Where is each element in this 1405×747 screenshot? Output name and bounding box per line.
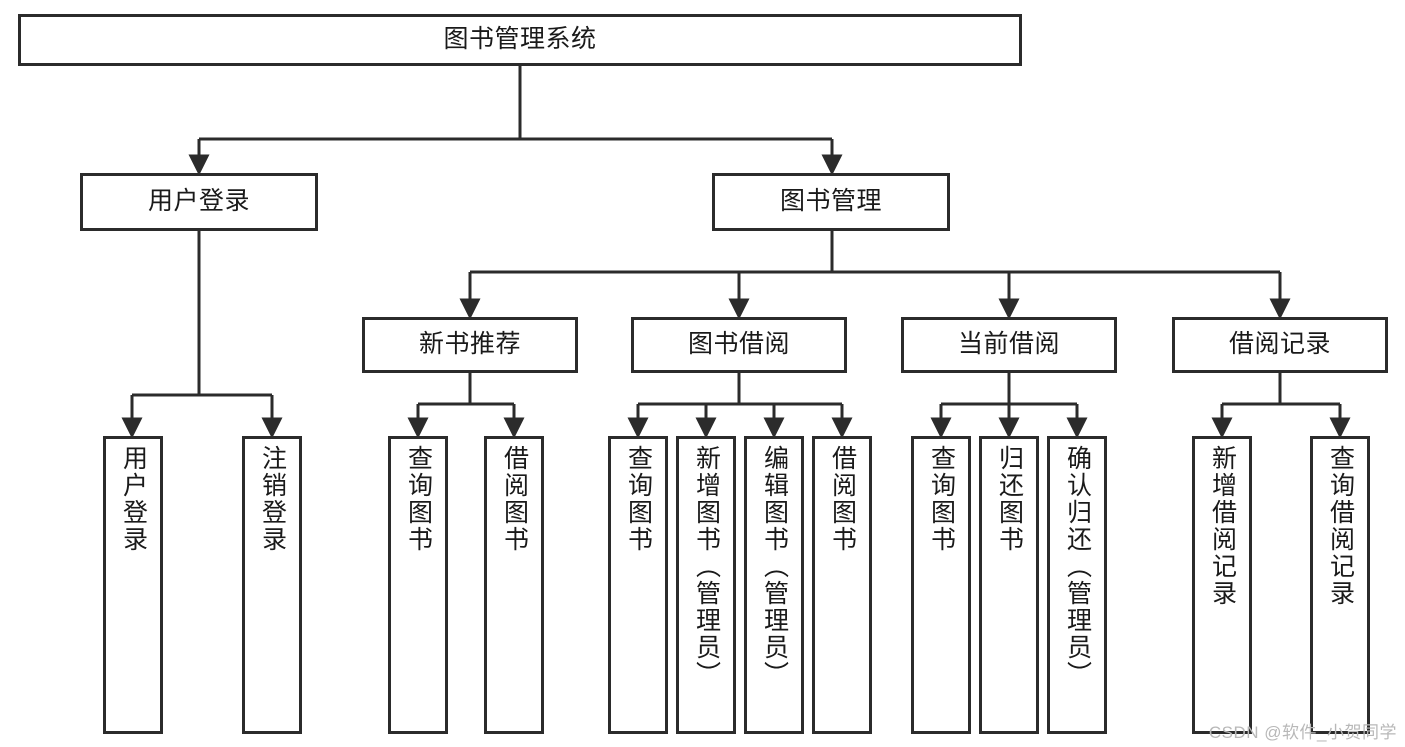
node-leaf-add-borrow-record[interactable]: 新增借阅记录 — [1192, 436, 1252, 734]
node-leaf-query-books-recommend[interactable]: 查询图书 — [388, 436, 448, 734]
node-borrowing-records[interactable]: 借阅记录 — [1172, 317, 1388, 373]
node-label: 查询图书 — [927, 445, 956, 553]
node-label: 借阅记录 — [1228, 330, 1331, 359]
node-leaf-borrow-books-recommend[interactable]: 借阅图书 — [484, 436, 544, 734]
node-leaf-add-book-admin[interactable]: 新增图书（管理员） — [676, 436, 736, 734]
node-leaf-query-books[interactable]: 查询图书 — [608, 436, 668, 734]
node-user-login[interactable]: 用户登录 — [80, 173, 318, 231]
node-label: 借阅图书 — [500, 445, 529, 553]
node-label: 确认归还（管理员） — [1063, 445, 1092, 688]
node-current-borrowing[interactable]: 当前借阅 — [901, 317, 1117, 373]
node-root-book-management-system[interactable]: 图书管理系统 — [18, 14, 1022, 66]
node-leaf-query-books-current[interactable]: 查询图书 — [911, 436, 971, 734]
node-leaf-logout[interactable]: 注销登录 — [242, 436, 302, 734]
node-leaf-user-login[interactable]: 用户登录 — [103, 436, 163, 734]
node-label: 新增图书（管理员） — [692, 445, 721, 688]
node-label: 用户登录 — [119, 445, 148, 553]
node-label: 编辑图书（管理员） — [760, 445, 789, 688]
node-label: 查询图书 — [624, 445, 653, 553]
node-label: 查询图书 — [404, 445, 433, 553]
node-leaf-borrow-books[interactable]: 借阅图书 — [812, 436, 872, 734]
node-label: 归还图书 — [995, 445, 1024, 553]
node-leaf-edit-book-admin[interactable]: 编辑图书（管理员） — [744, 436, 804, 734]
node-label: 查询借阅记录 — [1326, 445, 1355, 607]
node-label: 当前借阅 — [957, 330, 1060, 359]
node-label: 图书管理系统 — [443, 25, 597, 54]
node-leaf-return-books[interactable]: 归还图书 — [979, 436, 1039, 734]
node-label: 图书借阅 — [687, 330, 790, 359]
node-label: 用户登录 — [147, 187, 250, 216]
node-label: 新增借阅记录 — [1208, 445, 1237, 607]
node-label: 借阅图书 — [828, 445, 857, 553]
watermark-text: CSDN @软件_小贺同学 — [1208, 723, 1397, 742]
node-label: 新书推荐 — [418, 330, 521, 359]
node-label: 注销登录 — [258, 445, 287, 553]
node-book-borrowing[interactable]: 图书借阅 — [631, 317, 847, 373]
node-new-book-recommendation[interactable]: 新书推荐 — [362, 317, 578, 373]
node-label: 图书管理 — [779, 187, 882, 216]
node-leaf-query-borrow-record[interactable]: 查询借阅记录 — [1310, 436, 1370, 734]
node-leaf-confirm-return-admin[interactable]: 确认归还（管理员） — [1047, 436, 1107, 734]
node-book-management[interactable]: 图书管理 — [712, 173, 950, 231]
